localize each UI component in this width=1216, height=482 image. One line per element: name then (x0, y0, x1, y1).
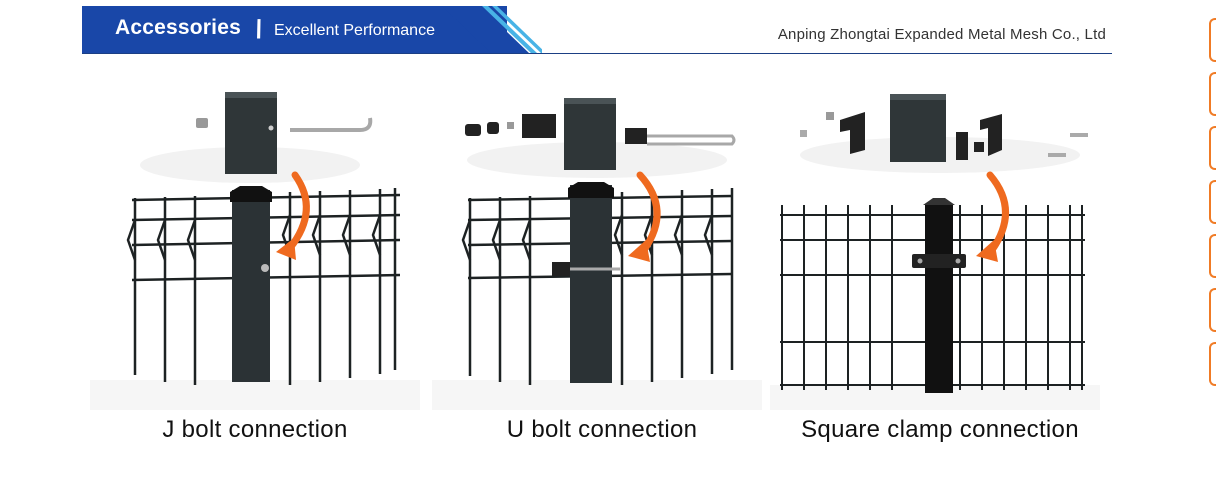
company-name: Anping Zhongtai Expanded Metal Mesh Co.,… (777, 26, 1106, 43)
side-tab[interactable] (1209, 126, 1216, 170)
caption-square-clamp: Square clamp connection (801, 416, 1079, 443)
caption-u-bolt: U bolt connection (506, 416, 698, 443)
section-subtitle: Excellent Performance (274, 22, 435, 39)
square-clamp-illustration (770, 80, 1100, 410)
caption-j-bolt: J bolt connection (162, 416, 348, 443)
banner-stripes-decoration (442, 6, 542, 54)
side-tab[interactable] (1209, 342, 1216, 386)
j-bolt-illustration (90, 80, 420, 410)
side-tab[interactable] (1209, 234, 1216, 278)
title-separator: \ (251, 14, 266, 44)
header-divider (82, 53, 1112, 54)
side-tab[interactable] (1209, 288, 1216, 332)
section-title: Accessories (115, 16, 241, 39)
side-tab[interactable] (1209, 72, 1216, 116)
u-bolt-illustration (432, 80, 762, 410)
side-tab[interactable] (1209, 180, 1216, 224)
side-tab-strip (1209, 18, 1216, 396)
header: Accessories \ Excellent Performance Anpi… (82, 6, 1112, 54)
side-tab[interactable] (1209, 18, 1216, 62)
section-banner: Accessories \ Excellent Performance (82, 6, 507, 54)
